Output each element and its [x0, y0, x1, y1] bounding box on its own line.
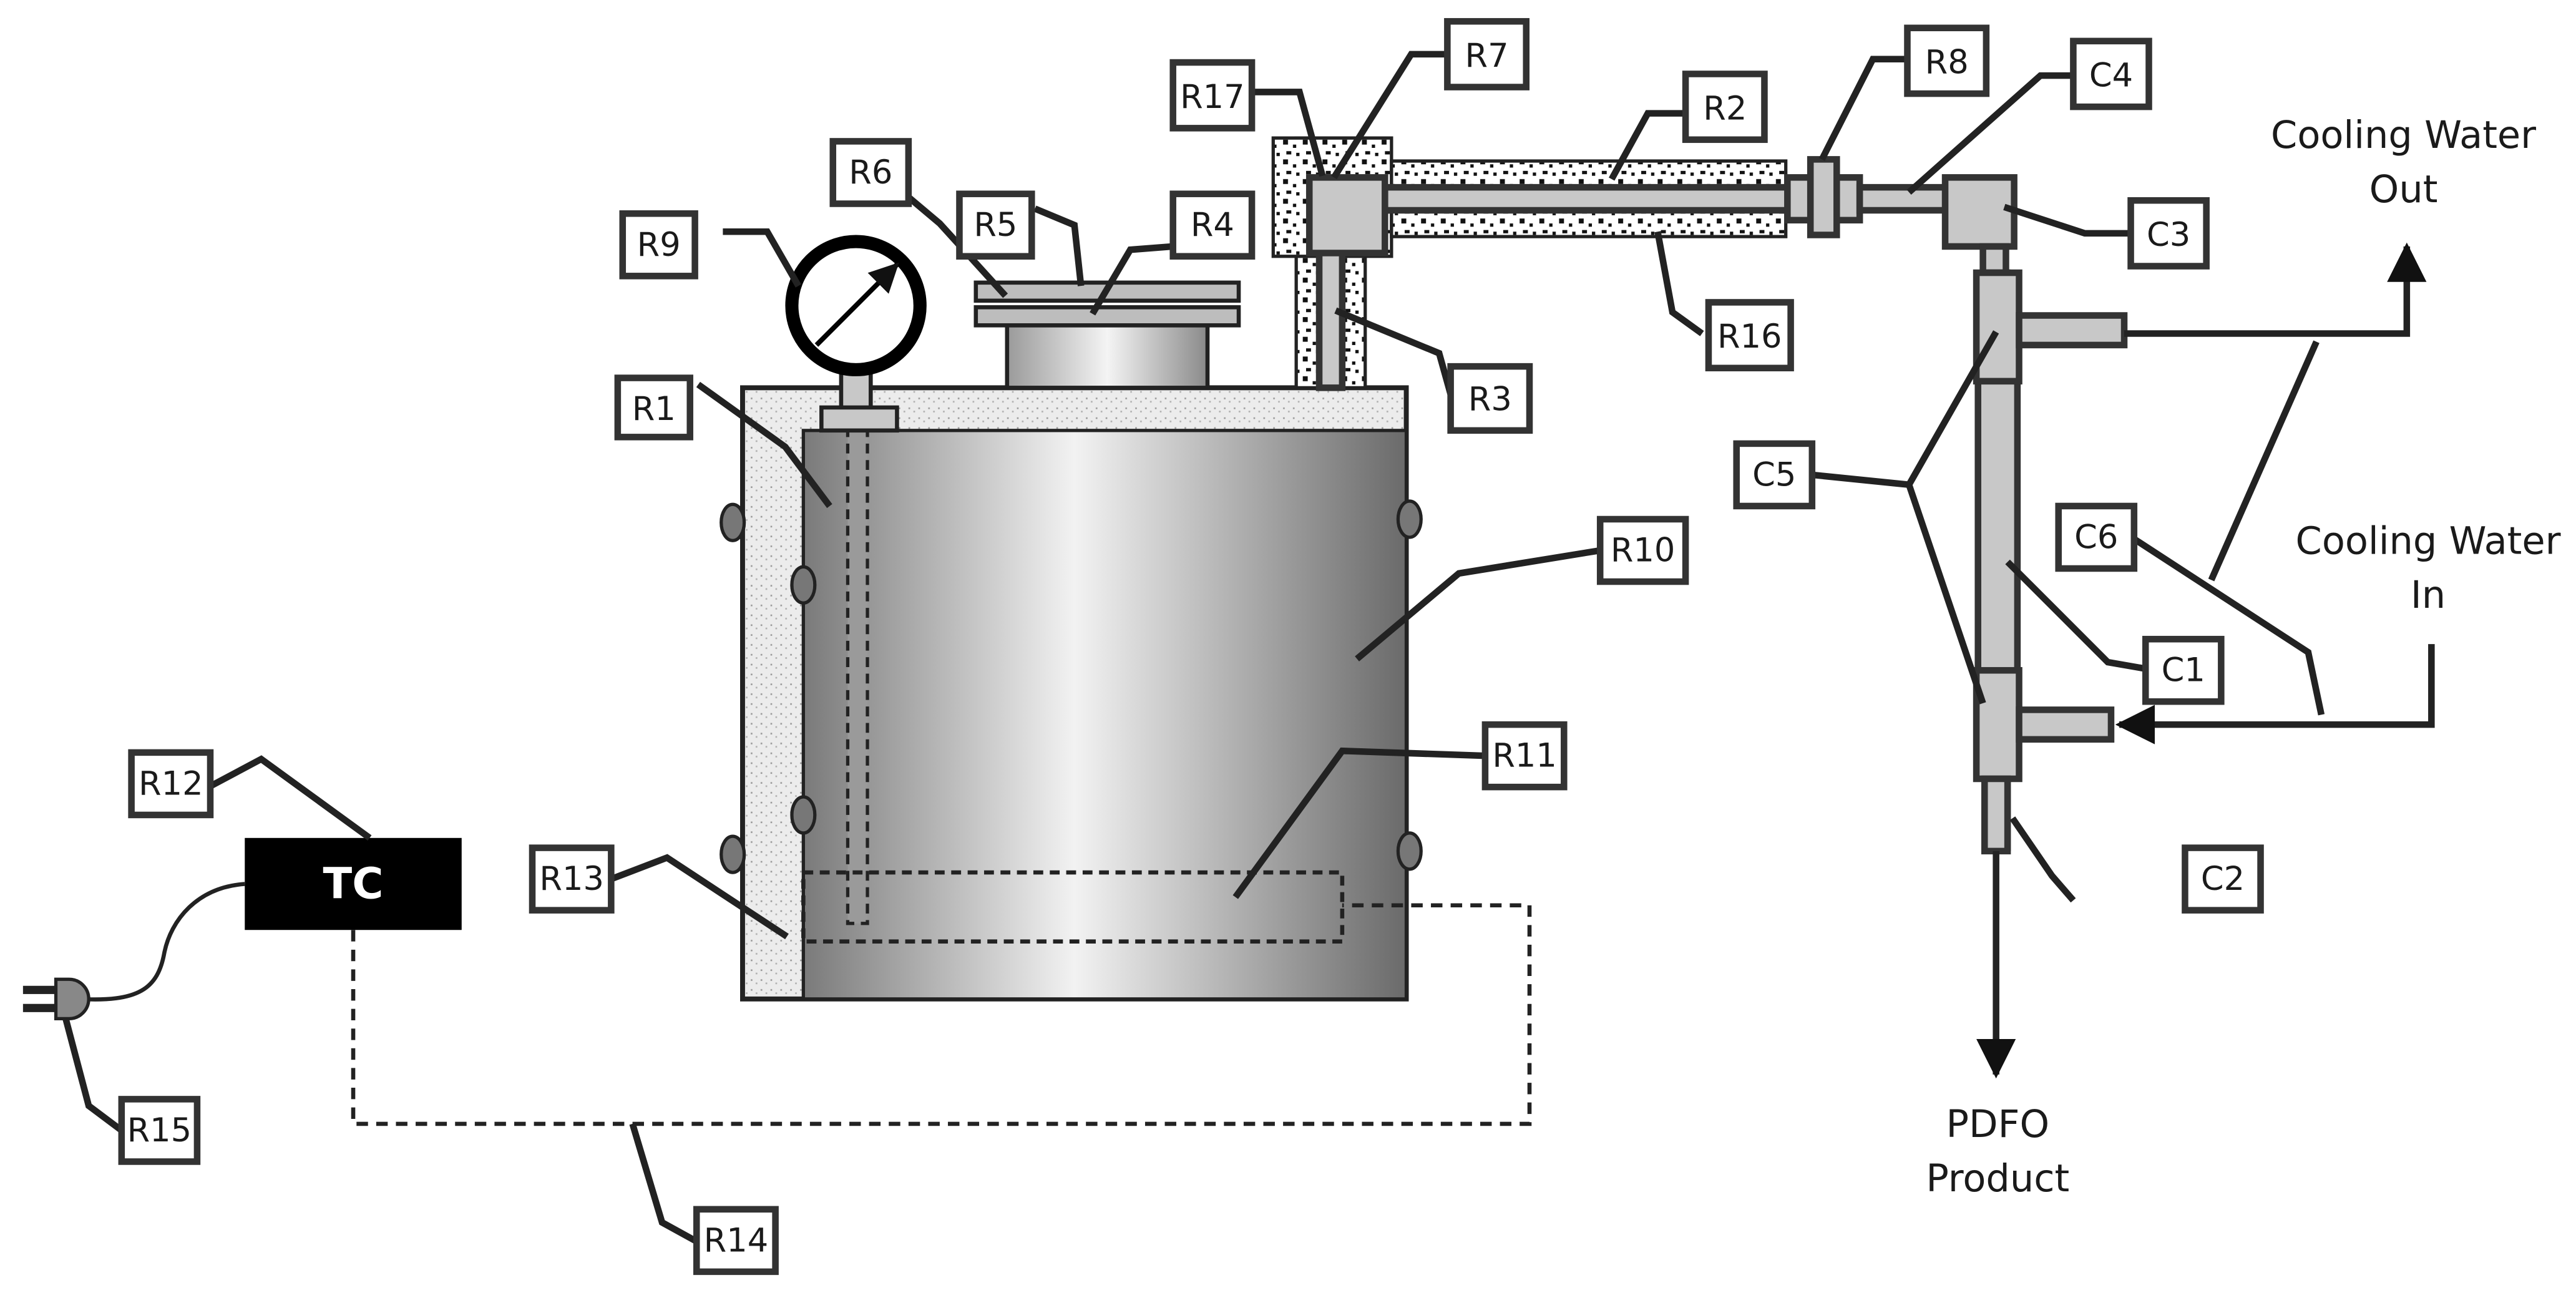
power-cord — [79, 882, 245, 1002]
product-outlet-tube — [1981, 775, 2011, 855]
product-line1: PDFO — [1946, 1103, 2049, 1146]
product-line2: Product — [1926, 1157, 2069, 1201]
cooling-out-nozzle — [2016, 312, 2128, 349]
label-R7: R7 — [1444, 17, 1530, 90]
pressure-gauge — [785, 235, 927, 433]
power-plug-icon — [22, 977, 90, 1021]
label-R3: R3 — [1447, 363, 1533, 434]
cooling-water-in-arrow — [2115, 644, 2435, 744]
temperature-controller-label: TC — [323, 859, 384, 909]
label-R12: R12 — [128, 749, 214, 819]
svg-text:R1: R1 — [632, 390, 676, 428]
cooling-water-in-line2: In — [2411, 573, 2446, 617]
condenser-tee-bottom — [1973, 666, 2022, 783]
insulation-upper — [1390, 159, 1788, 189]
svg-text:R4: R4 — [1191, 206, 1234, 244]
label-R4: R4 — [1169, 190, 1256, 260]
svg-text:R5: R5 — [973, 206, 1017, 244]
vapor-elbow — [1305, 174, 1388, 256]
temperature-controller-system: TC — [22, 837, 1532, 1126]
condenser-jacket — [1974, 378, 2021, 677]
svg-text:R9: R9 — [637, 226, 681, 264]
label-C3: C3 — [2127, 197, 2210, 270]
label-R15: R15 — [118, 1096, 201, 1165]
tank-body — [801, 429, 1408, 1001]
label-R17: R17 — [1169, 59, 1256, 132]
gauge-fitting — [819, 405, 899, 433]
coupling-to-condenser — [1856, 183, 1952, 214]
temperature-controller — [245, 837, 462, 930]
svg-text:R14: R14 — [704, 1221, 769, 1259]
svg-text:C5: C5 — [1752, 456, 1796, 494]
svg-text:C6: C6 — [2074, 518, 2118, 556]
lid-neck — [1005, 323, 1210, 390]
svg-text:R7: R7 — [1465, 37, 1509, 75]
svg-text:R15: R15 — [127, 1111, 192, 1149]
label-R11: R11 — [1481, 721, 1568, 791]
label-R6: R6 — [829, 138, 912, 207]
label-R9: R9 — [619, 210, 698, 280]
cooling-in-nozzle — [2016, 706, 2115, 743]
insulation-lower — [1390, 208, 1788, 238]
label-boxes: R1 R2 R3 R4 R5 R6 R7 R8 R9 R10 R11 R12 R… — [118, 17, 2264, 1276]
label-R14: R14 — [693, 1206, 779, 1276]
thermocouple-wire — [351, 903, 1532, 1126]
lid-plate-lower — [973, 305, 1241, 328]
label-R2: R2 — [1682, 71, 1768, 144]
svg-text:R12: R12 — [139, 764, 203, 803]
pipe-coupling-cap — [1807, 156, 1840, 238]
condenser-assembly — [1941, 174, 2128, 855]
svg-text:C1: C1 — [2162, 651, 2205, 690]
cooling-water-out-line1: Cooling Water — [2271, 114, 2536, 157]
label-C1: C1 — [2142, 635, 2225, 705]
gauge-needle — [814, 262, 899, 347]
cooling-water-in-line1: Cooling Water — [2296, 519, 2561, 563]
vapor-pipe-horizontal — [1377, 183, 1794, 214]
svg-text:C2: C2 — [2201, 860, 2245, 898]
svg-text:R17: R17 — [1180, 78, 1245, 116]
label-R8: R8 — [1904, 24, 1990, 97]
condenser-elbow — [1941, 174, 2017, 250]
svg-text:R2: R2 — [1703, 89, 1747, 127]
label-C2: C2 — [2182, 844, 2264, 914]
condenser-neck — [1979, 243, 2009, 276]
label-R5: R5 — [956, 190, 1035, 260]
svg-text:C3: C3 — [2147, 216, 2190, 254]
svg-text:R13: R13 — [539, 860, 604, 898]
flow-arrows — [1976, 242, 2435, 1079]
label-R1: R1 — [614, 374, 693, 441]
label-C4: C4 — [2070, 37, 2152, 110]
svg-text:R11: R11 — [1492, 737, 1557, 775]
thermocouple-well — [846, 429, 869, 925]
condenser-tee-top — [1973, 269, 2022, 385]
label-R16: R16 — [1705, 299, 1794, 372]
label-R13: R13 — [529, 844, 615, 914]
label-R10: R10 — [1596, 515, 1689, 585]
heater-element — [801, 870, 1345, 944]
heater-band-bumps — [720, 499, 1423, 874]
svg-text:R3: R3 — [1468, 380, 1512, 418]
flow-annotations: Cooling Water Out Cooling Water In PDFO … — [1926, 114, 2560, 1201]
cooling-water-out-line2: Out — [2369, 168, 2438, 212]
svg-text:C4: C4 — [2089, 57, 2133, 95]
label-C5: C5 — [1733, 440, 1816, 510]
vapor-line — [1271, 136, 1952, 391]
cooling-water-out-arrow — [2124, 242, 2427, 337]
svg-text:R6: R6 — [849, 154, 892, 192]
leader-lines — [62, 51, 2325, 1244]
svg-text:R10: R10 — [1611, 532, 1676, 570]
reactor-tank — [720, 385, 1423, 1002]
tank-lid-assembly — [973, 280, 1241, 390]
svg-text:R16: R16 — [1717, 318, 1782, 356]
label-C6: C6 — [2055, 502, 2138, 572]
svg-text:R8: R8 — [1925, 44, 1969, 82]
